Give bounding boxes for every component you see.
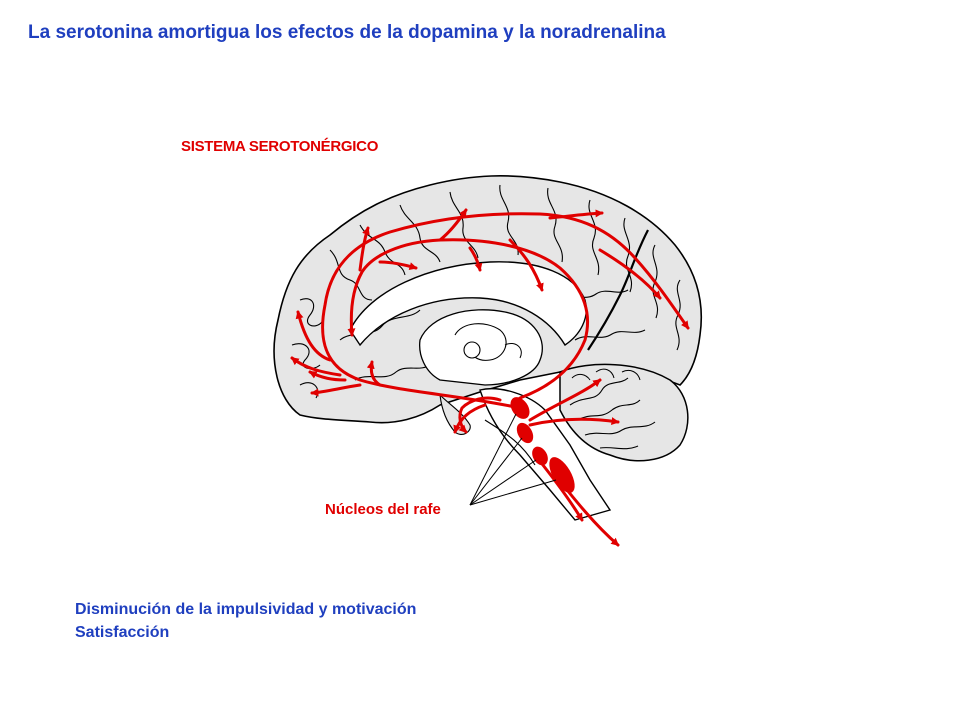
pathway-basal-2 [453,403,487,434]
pathway-main-arc [321,212,690,410]
pathway-frontal-1 [295,310,332,362]
cerebellum [559,363,689,462]
raphe-nuclei-label: Núcleos del rafe [325,501,441,518]
pathway-frontal-2 [290,356,342,377]
raphe-nuclei [510,397,575,493]
pathway-frontal-3 [310,383,362,397]
pathway-superior-4 [468,246,483,272]
pathway-superior-3 [438,208,468,242]
pathway-cerebellar-2 [528,417,620,427]
thalamus [419,309,543,386]
corpus-callosum [349,261,587,347]
pathway-superior-1 [358,226,370,272]
fornix [504,343,522,359]
raphe-nucleus-2 [516,422,534,444]
pathway-cerebellar-1 [528,378,602,422]
system-label: SISTEMA SEROTONÉRGICO [181,138,379,155]
pathway-superior-2 [378,260,418,271]
pathway-parietal [598,248,662,300]
pathway-frontal-4 [308,370,347,382]
raphe-nucleus-1 [510,397,530,419]
pons [484,419,536,466]
effect-item: Satisfacción [75,624,170,641]
cerebellum-arbor [569,377,656,450]
pathway-basal-3 [366,360,382,387]
pathway-superior-5 [508,238,544,292]
interthalamic-adhesion [463,341,481,359]
pathway-cingulate-arc [347,238,589,400]
cerebellum-foliae [571,368,641,381]
raphe-nucleus-3 [532,446,548,466]
serotonergic-pathways [290,208,690,547]
pathway-superior-6 [548,209,604,220]
effect-item: Disminución de la impulsividad y motivac… [75,601,417,618]
raphe-leader-lines [469,413,557,506]
central-sulcus [587,229,649,351]
page-title: La serotonina amortigua los efectos de l… [28,22,666,43]
raphe-nucleus-4 [549,457,575,493]
effects-list: Disminución de la impulsividad y motivac… [75,598,416,644]
pathway-basal-1 [458,396,502,434]
